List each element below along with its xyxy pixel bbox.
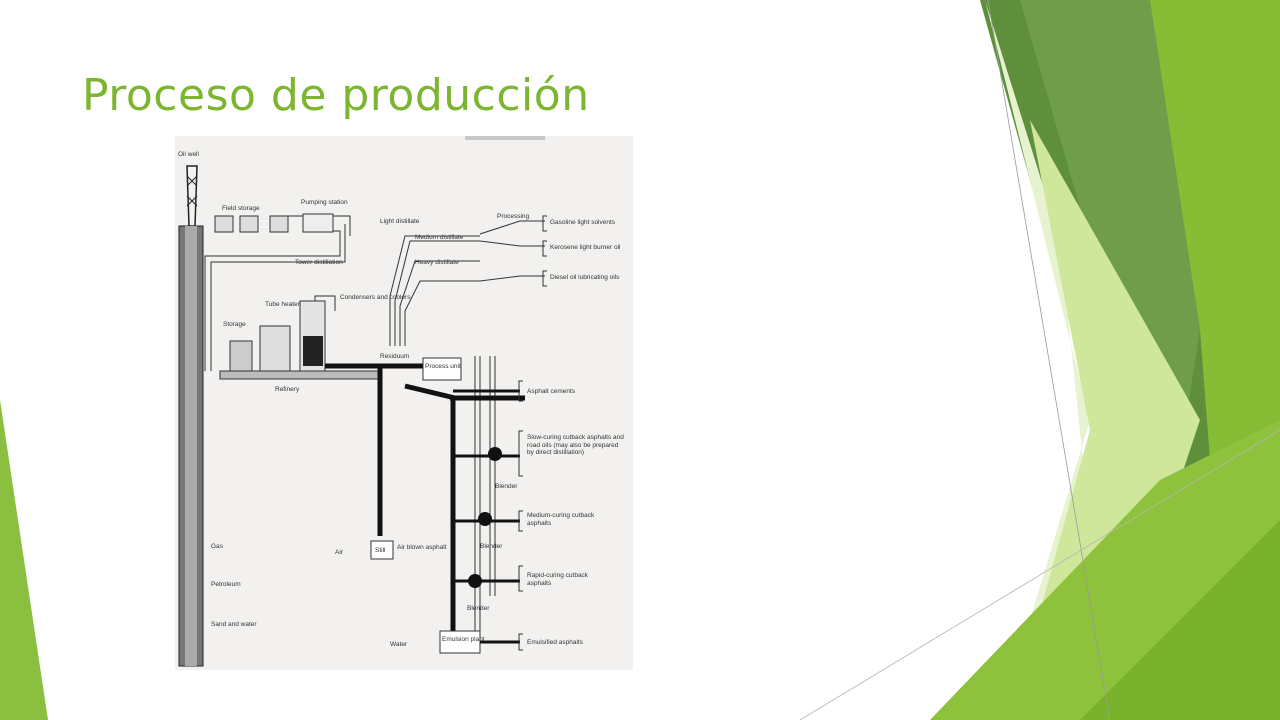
product-lines: [453, 389, 520, 644]
label-slow-curing: Slow-curing cutback asphalts and road oi…: [527, 434, 624, 456]
label-light-distillate: Light distillate: [380, 218, 420, 225]
diagram-top-bar: [465, 136, 545, 140]
label-medium-distillate: Medium distillate: [415, 234, 464, 241]
label-blender-3: Blender: [467, 605, 490, 612]
deco-line-2: [799, 429, 1280, 720]
label-medium-curing: Medium-curing cutback asphalts: [527, 512, 595, 527]
label-tube-heater: Tube heater: [265, 301, 301, 308]
label-tower-distillation: Tower distillation: [295, 259, 343, 266]
label-condensers: Condensers and coolers: [340, 294, 411, 301]
label-water: Water: [390, 641, 408, 648]
label-rapid-curing-wrap: Rapid-curing cutback asphalts: [527, 572, 589, 587]
label-slow-curing-wrap: Slow-curing cutback asphalts and road oi…: [527, 434, 624, 456]
oil-well-icon: [178, 165, 204, 667]
refinery-icon: [219, 300, 381, 380]
label-emulsified: Emulsified asphalts: [527, 639, 584, 646]
product-brackets: [518, 215, 547, 651]
label-processing: Processing: [497, 213, 530, 220]
label-rapid-curing: Rapid-curing cutback asphalts: [527, 572, 589, 587]
residuum-line: [325, 363, 525, 636]
label-blender-2: Blender: [480, 543, 503, 550]
still-box: [370, 540, 394, 560]
label-storage: Storage: [223, 321, 246, 328]
label-air: Air: [335, 549, 344, 556]
label-blender-1: Blender: [495, 483, 518, 490]
label-kerosene: Kerosene light burner oil: [550, 244, 621, 251]
label-petroleum: Petroleum: [211, 581, 241, 588]
label-field-storage: Field storage: [222, 205, 260, 212]
label-oil-well: Oil well: [178, 151, 200, 158]
field-storage-icon: [214, 215, 289, 233]
pumping-station-icon: [302, 213, 334, 233]
deco-line-1: [987, 0, 1111, 720]
label-pumping-station: Pumping station: [301, 199, 348, 206]
label-sand-water: Sand and water: [211, 621, 257, 628]
label-gasoline: Gasoline light solvents: [550, 219, 616, 226]
deco-left-triangle: [0, 400, 48, 720]
label-process-unit: Process unit: [425, 363, 461, 370]
process-unit-box: [422, 357, 462, 381]
label-residuum: Residuum: [380, 353, 409, 360]
deco-light-shard: [1010, 120, 1200, 720]
label-diesel: Diesel oil lubricating oils: [550, 274, 620, 281]
label-gas: Gas: [211, 543, 224, 550]
label-asphalt-cements: Asphalt cements: [527, 388, 576, 395]
deco-corner: [1080, 520, 1280, 720]
label-air-blown: Air blown asphalt: [397, 544, 447, 551]
process-diagram: Oil well Field storage Pumping station T…: [175, 136, 633, 670]
label-medium-curing-wrap: Medium-curing cutback asphalts: [527, 512, 595, 527]
slide-title: Proceso de producción: [82, 70, 590, 121]
label-still: Still: [375, 547, 386, 554]
label-emulsion-plant: Emulsion plant: [442, 636, 485, 643]
label-heavy-distillate: Heavy distillate: [415, 259, 459, 266]
label-refinery: Refinery: [275, 386, 300, 393]
